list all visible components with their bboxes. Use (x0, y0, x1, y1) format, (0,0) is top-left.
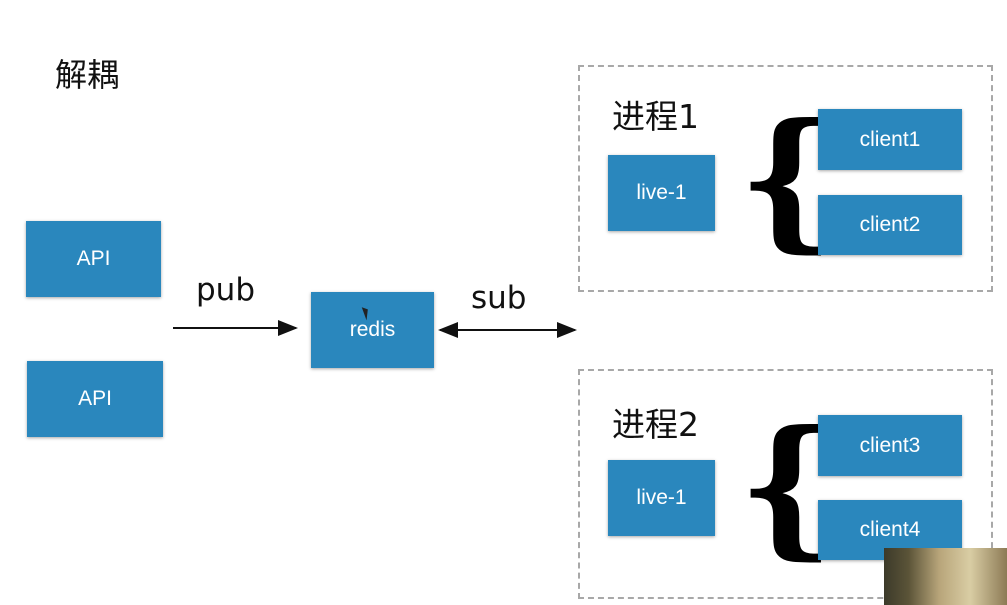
process-group-1 (578, 65, 993, 292)
client-node-2: client2 (818, 195, 962, 255)
live-node-2: live-1 (608, 460, 715, 536)
pub-label: pub (196, 272, 256, 308)
live-node-1: live-1 (608, 155, 715, 231)
sub-label: sub (471, 280, 527, 316)
process-group-2 (578, 369, 993, 599)
api-node-2: API (27, 361, 163, 437)
process-label-2: 进程2 (612, 405, 699, 444)
client-node-1: client1 (818, 109, 962, 170)
video-thumbnail (884, 548, 1007, 605)
diagram-title: 解耦 (55, 56, 120, 94)
api-node-1: API (26, 221, 161, 297)
redis-node: redis (311, 292, 434, 368)
process-label-1: 进程1 (612, 97, 699, 136)
client-node-3: client3 (818, 415, 962, 476)
